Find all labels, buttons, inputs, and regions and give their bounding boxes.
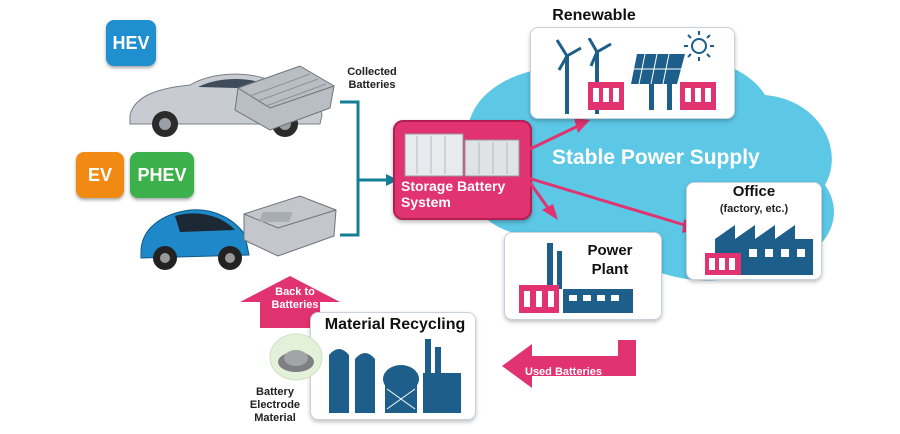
recycling-plant-icon	[329, 339, 461, 413]
stable-power-supply-label: Stable Power Supply	[552, 146, 760, 169]
used-batteries-arrow	[502, 340, 636, 388]
solar-panel-icon	[631, 53, 685, 110]
electrode-material-label: Battery Electrode Material	[249, 386, 301, 424]
power-plant-icon	[519, 243, 633, 313]
office-title: Office	[732, 183, 776, 200]
battery-unit-icon-2	[680, 82, 716, 110]
sun-icon	[684, 31, 714, 61]
storage-system-label: Storage Battery System	[401, 178, 506, 210]
ev-battery-pack	[243, 195, 337, 257]
battery-unit-icon	[588, 82, 624, 110]
hev-badge: HEV	[106, 20, 156, 66]
renewable-energy-card	[530, 27, 735, 119]
used-batteries-label: Used Batteries	[525, 366, 603, 378]
hev-battery-pack	[234, 65, 335, 131]
collected-batteries-label: Collected Batteries	[347, 66, 397, 91]
factory-icon	[705, 225, 813, 275]
office-card: Office (factory, etc.)	[686, 182, 822, 280]
storage-battery-system: Storage Battery System	[393, 120, 532, 220]
power-plant-card: Power Plant	[504, 232, 662, 320]
storage-cabinet-icon	[404, 133, 520, 177]
ev-badge: EV	[76, 152, 124, 198]
material-recycling-title: Material Recycling	[324, 316, 466, 333]
phev-badge: PHEV	[130, 152, 194, 198]
ev-car-image	[140, 209, 250, 270]
office-subtitle: (factory, etc.)	[719, 203, 789, 215]
power-plant-title: Power Plant	[587, 242, 633, 278]
collect-bracket-connector	[340, 100, 398, 237]
electrode-material-icon	[269, 333, 323, 381]
back-to-batteries-label: Back to Batteries	[271, 286, 319, 311]
